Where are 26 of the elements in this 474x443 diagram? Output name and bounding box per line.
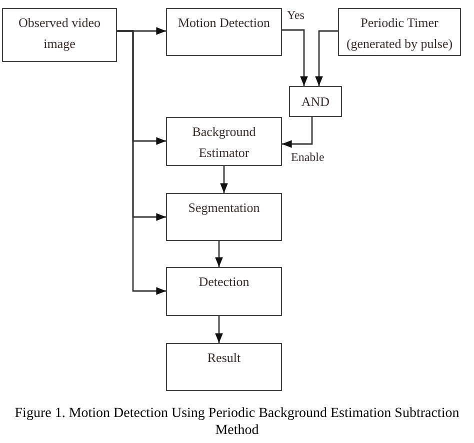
arrow bbox=[117, 30, 166, 295]
box-label: Detection bbox=[198, 273, 250, 291]
box-label: Observed video image bbox=[18, 14, 102, 53]
box-label: Periodic Timer (generated by pulse) bbox=[345, 14, 454, 53]
process-box bbox=[2, 8, 117, 62]
process-box bbox=[289, 86, 342, 117]
edge-label: Yes bbox=[286, 8, 306, 22]
edge-label: Enable bbox=[290, 150, 326, 164]
arrow bbox=[220, 166, 228, 193]
process-box bbox=[166, 267, 282, 316]
box-label: Segmentation bbox=[188, 199, 260, 217]
process-box bbox=[166, 117, 282, 166]
arrow bbox=[282, 29, 308, 86]
figure-caption: Figure 1. Motion Detection Using Periodic Background Estimation Subtraction Method bbox=[14, 405, 460, 439]
box-label: Motion Detection bbox=[178, 14, 270, 32]
arrow bbox=[315, 30, 338, 86]
process-box bbox=[166, 193, 282, 241]
arrow bbox=[282, 117, 313, 148]
arrow bbox=[215, 316, 223, 343]
box-label: Background Estimator bbox=[191, 123, 257, 162]
process-box bbox=[166, 8, 282, 56]
process-box bbox=[166, 343, 282, 391]
box-label: Result bbox=[207, 349, 241, 367]
process-box bbox=[338, 8, 461, 56]
arrow bbox=[215, 241, 223, 267]
box-label: AND bbox=[301, 93, 330, 111]
